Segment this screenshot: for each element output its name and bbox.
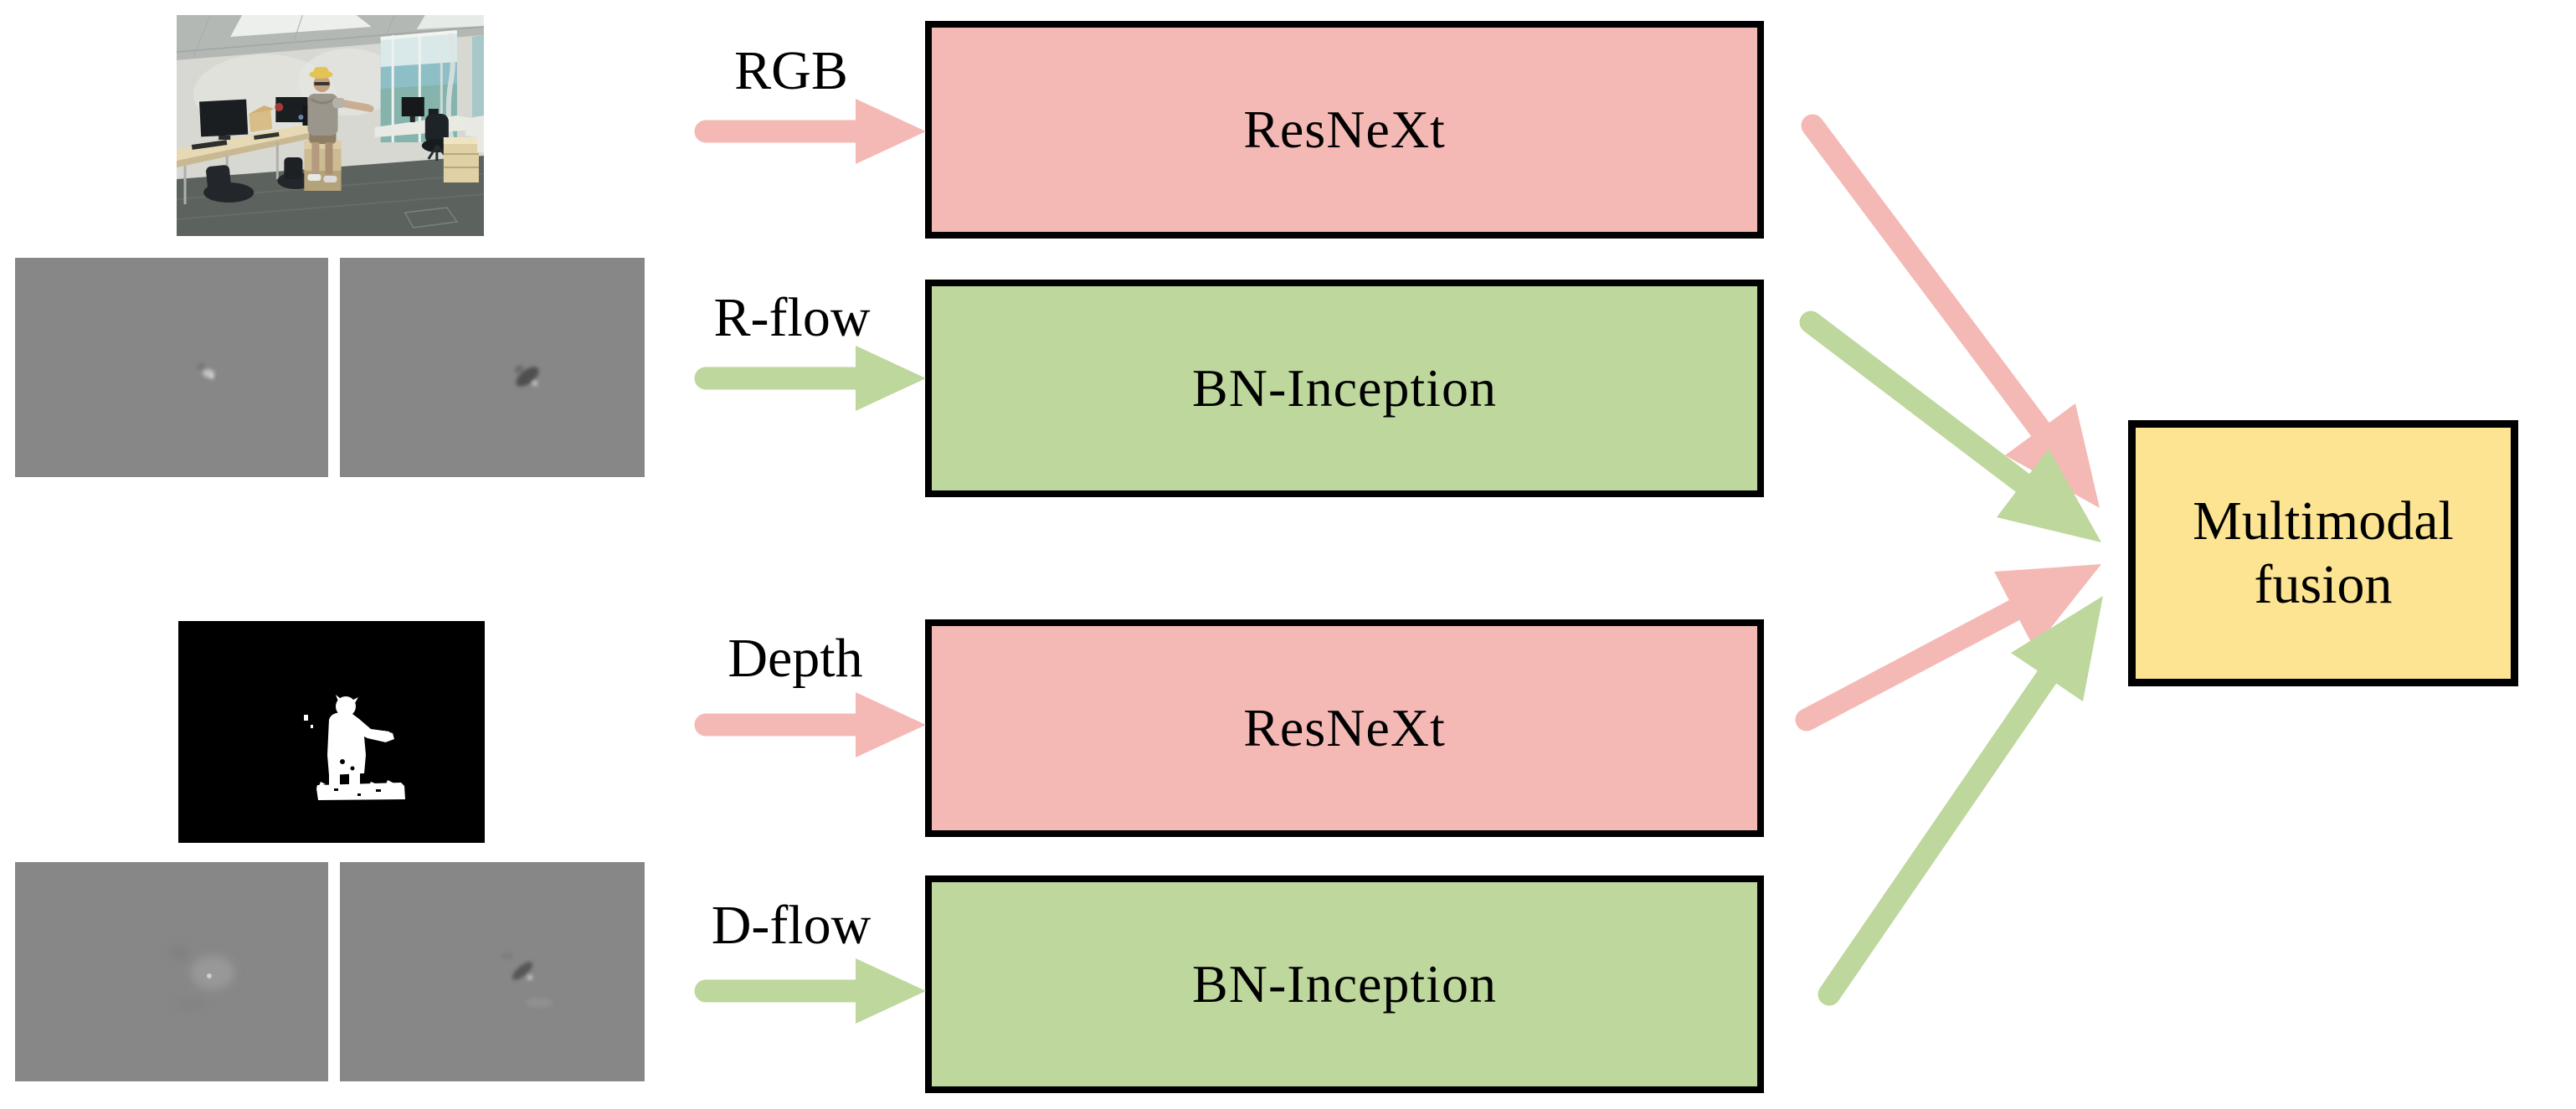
depth-optical-flow-image-2 — [340, 862, 645, 1081]
resnext-depth-to-fusion-arrow — [1795, 564, 2101, 732]
depth-optical-flow-image-1 — [15, 862, 328, 1081]
rgb-frame-image — [177, 15, 484, 236]
input-label-r-flow: R-flow — [713, 287, 871, 348]
flow-field-illustration — [15, 258, 328, 477]
flow-field-illustration — [340, 862, 645, 1081]
bn-inception-rflow-label: BN-Inception — [1192, 358, 1497, 418]
input-label-depth: Depth — [728, 628, 863, 689]
bn-inception-rflow-to-fusion-arrow — [1799, 311, 2101, 542]
depth-frame-image — [178, 621, 485, 843]
resnext-rgb-to-fusion-arrow — [1801, 114, 2100, 508]
depth-silhouette-illustration — [178, 621, 485, 843]
bn-inception-dflow-label: BN-Inception — [1192, 954, 1497, 1014]
rgb-input-arrow — [694, 99, 926, 164]
rgb-optical-flow-image-2 — [340, 258, 645, 477]
resnext-rgb-box: ResNeXt — [925, 21, 1764, 239]
office-scene-illustration — [177, 15, 484, 236]
resnext-rgb-label: ResNeXt — [1243, 100, 1446, 159]
fusion-label-line2: fusion — [2254, 554, 2393, 615]
fusion-label-line1: Multimodal — [2193, 490, 2454, 552]
rgb-optical-flow-image-1 — [15, 258, 328, 477]
multimodal-fusion-box: Multimodal fusion — [2128, 420, 2518, 686]
flow-field-illustration — [15, 862, 328, 1081]
resnext-depth-box: ResNeXt — [925, 619, 1764, 837]
input-label-d-flow: D-flow — [711, 895, 872, 956]
input-label-rgb: RGB — [734, 40, 848, 101]
bn-inception-dflow-to-fusion-arrow — [1818, 596, 2103, 1006]
depth-input-arrow — [694, 692, 926, 757]
r-flow-input-arrow — [694, 346, 926, 411]
bn-inception-rflow-box: BN-Inception — [925, 280, 1764, 497]
resnext-depth-label: ResNeXt — [1243, 698, 1446, 757]
flow-field-illustration — [340, 258, 645, 477]
d-flow-input-arrow — [694, 958, 926, 1024]
bn-inception-dflow-box: BN-Inception — [925, 875, 1764, 1093]
